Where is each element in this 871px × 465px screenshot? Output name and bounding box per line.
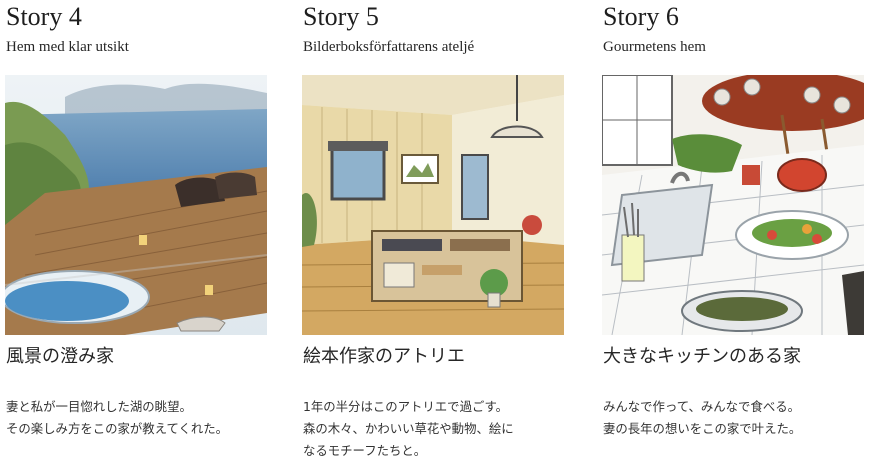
lakeside-deck-illustration[interactable] — [5, 75, 267, 335]
story-description-line: 妻と私が一目惚れした湖の眺望。 — [6, 399, 192, 414]
story-subtitle: Gourmetens hem — [603, 39, 706, 55]
story-description-line: 妻の長年の想いをこの家で叶えた。 — [603, 421, 802, 436]
story-title: 大きなキッチンのある家 — [603, 346, 801, 367]
story-description-line: 1年の半分はこのアトリエで過ごす。 — [303, 399, 509, 414]
story-description-line: みんなで作って、みんなで食べる。 — [603, 399, 801, 414]
story-card-5[interactable]: Story 5 Bilderboksförfattarens ateljé — [302, 0, 564, 465]
story-description-line: 森の木々、かわいい草花や動物、絵に — [303, 421, 514, 436]
story-description-line: その楽しみ方をこの家が教えてくれた。 — [6, 421, 229, 436]
story-description: 1年の半分はこのアトリエで過ごす。 森の木々、かわいい草花や動物、絵に なるモチ… — [303, 396, 568, 462]
story-number: Story 4 — [6, 2, 82, 31]
atelier-illustration[interactable] — [302, 75, 564, 335]
story-description: 妻と私が一目惚れした湖の眺望。 その楽しみ方をこの家が教えてくれた。 — [6, 396, 271, 440]
atelier-image — [302, 75, 564, 335]
story-description-line: なるモチーフたちと。 — [303, 443, 427, 458]
story-number: Story 6 — [603, 2, 679, 31]
story-subtitle: Hem med klar utsikt — [6, 39, 129, 55]
story-subtitle: Bilderboksförfattarens ateljé — [303, 39, 475, 55]
lakeside-deck-image — [5, 75, 267, 335]
story-card-4[interactable]: Story 4 Hem med klar utsikt — [5, 0, 267, 465]
story-title: 絵本作家のアトリエ — [303, 346, 465, 367]
kitchen-image — [602, 75, 864, 335]
story-description: みんなで作って、みんなで食べる。 妻の長年の想いをこの家で叶えた。 — [603, 396, 868, 440]
story-number: Story 5 — [303, 2, 379, 31]
story-title: 風景の澄み家 — [6, 346, 114, 367]
story-card-6[interactable]: Story 6 Gourmetens hem — [602, 0, 864, 465]
kitchen-illustration[interactable] — [602, 75, 864, 335]
